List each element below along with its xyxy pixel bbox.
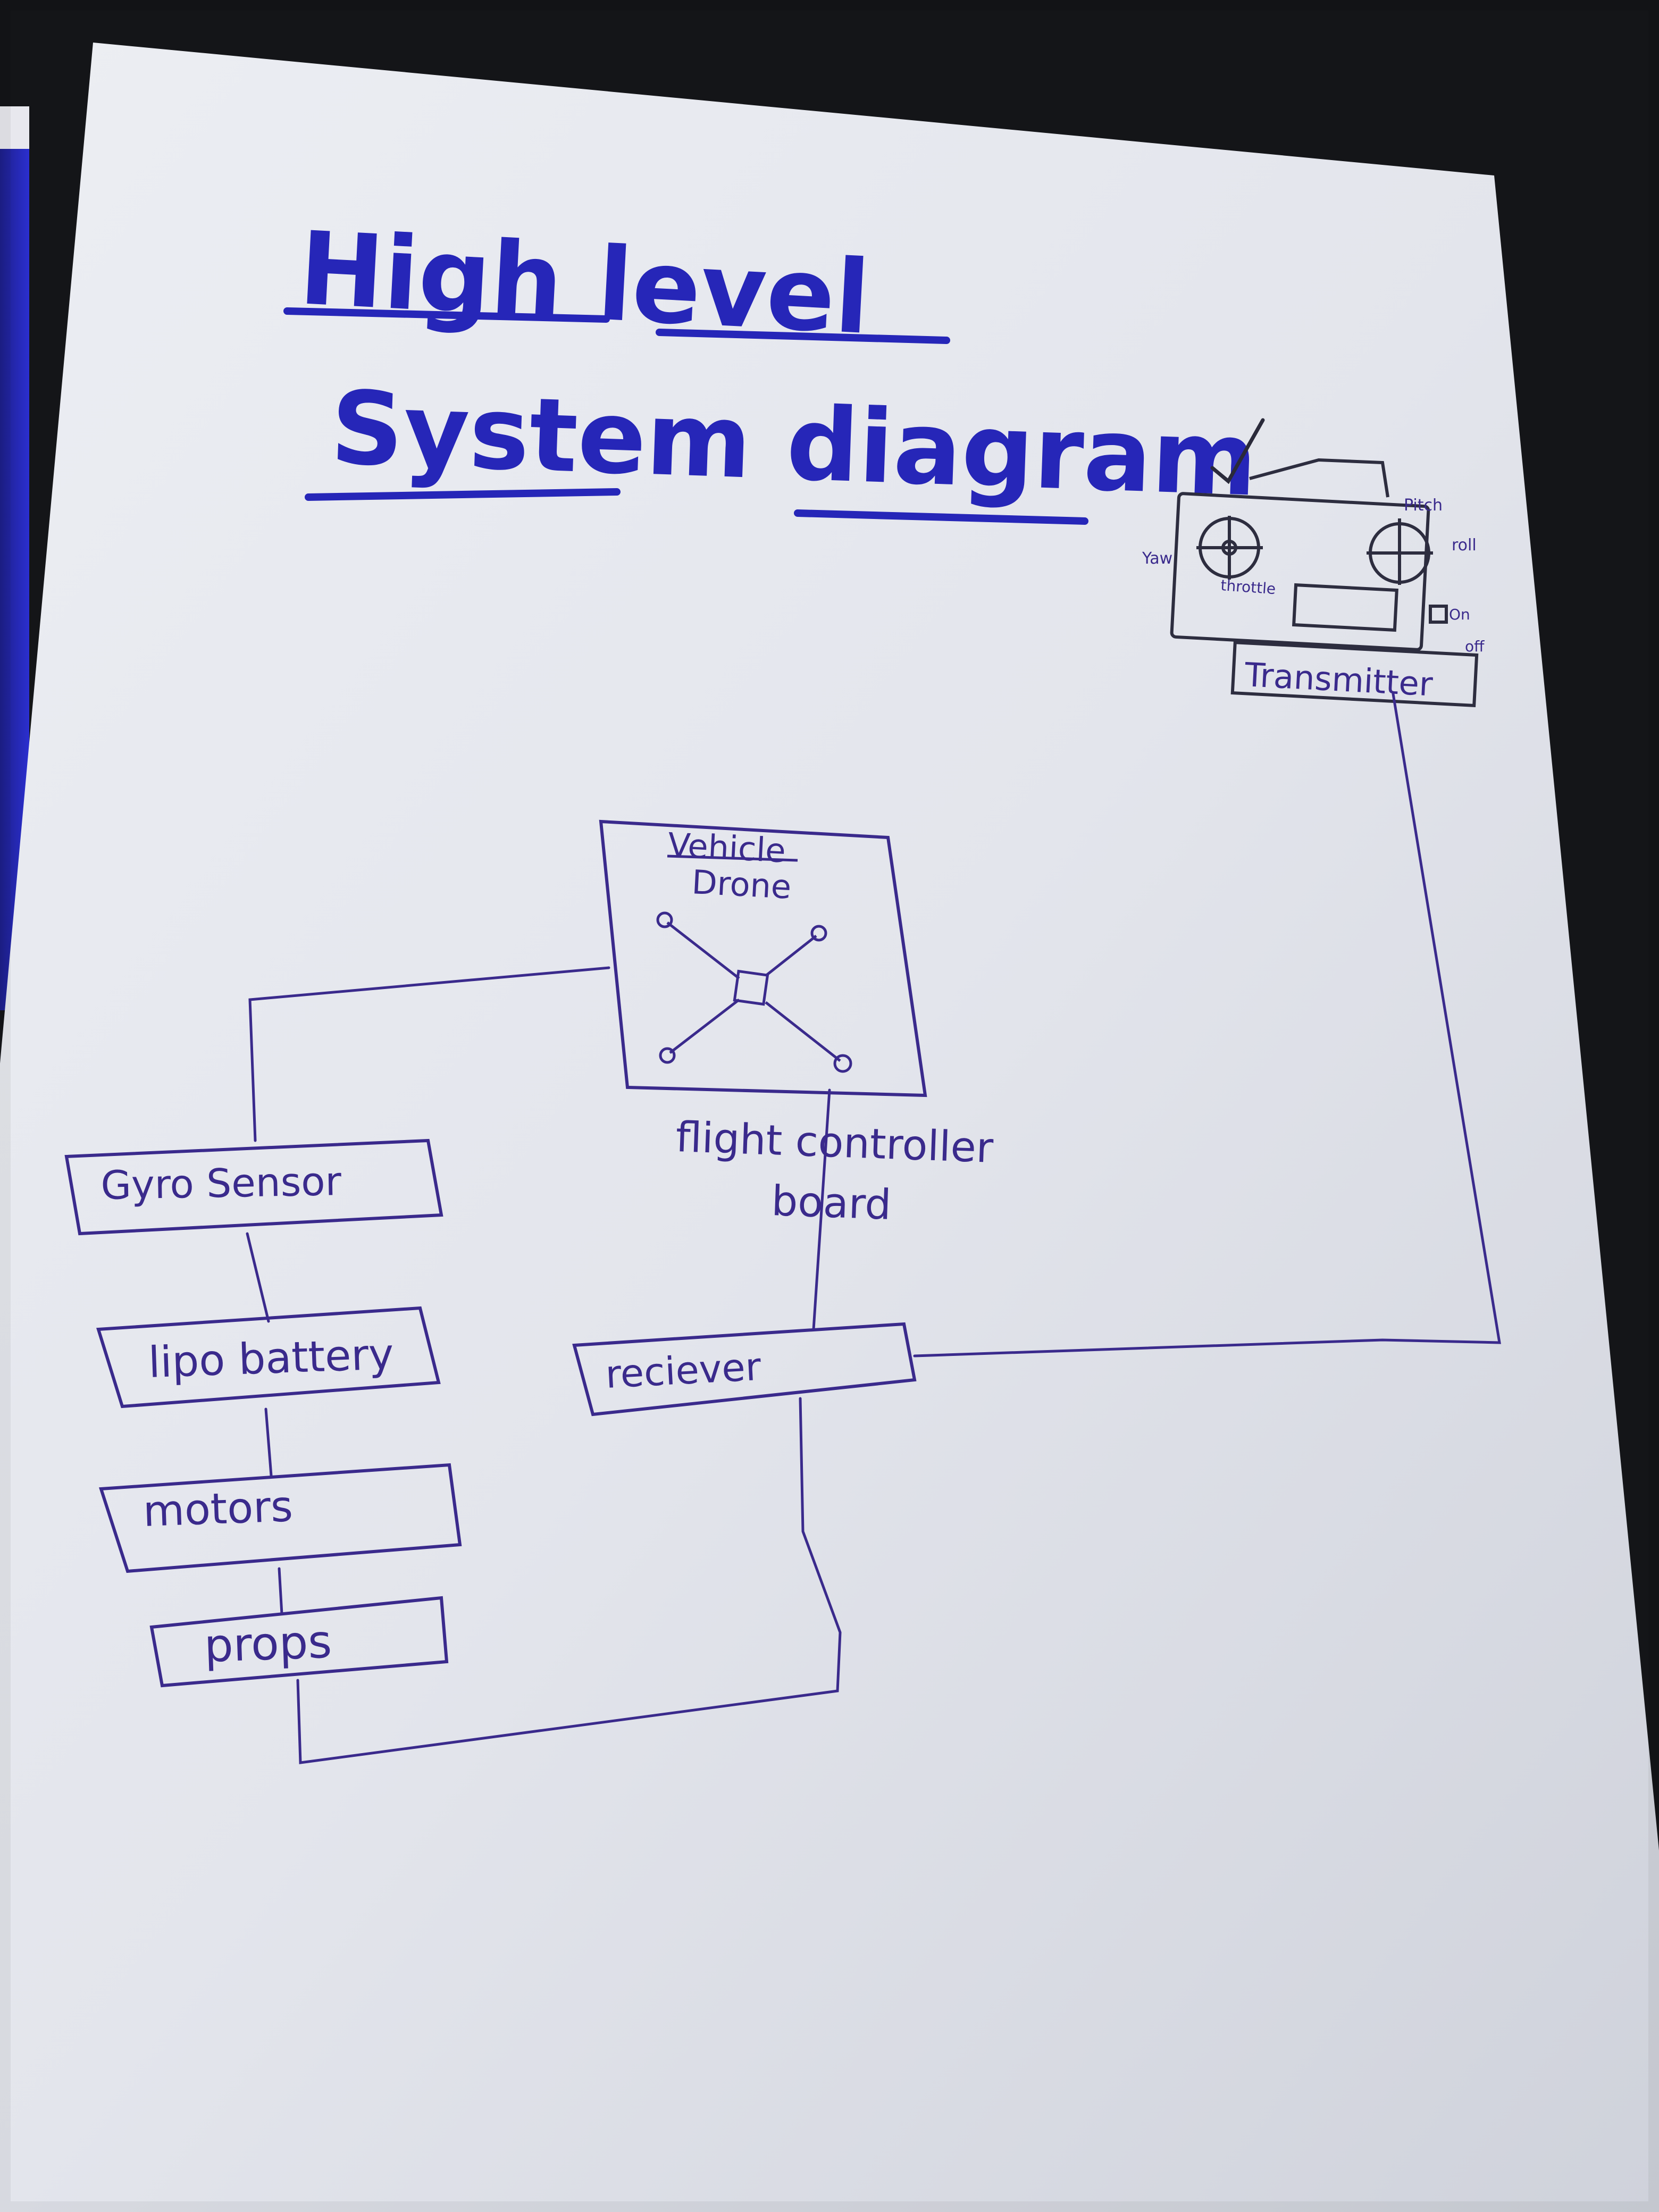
vehicle-box: Vehicle Drone [599, 819, 927, 1097]
flight-controller-label: flight controller [675, 1113, 994, 1172]
title-underline-1a [283, 307, 610, 323]
receiver-label: reciever [604, 1344, 762, 1397]
connector-flight-controller-receiver [812, 1088, 831, 1331]
receiver-box: reciever [572, 1322, 917, 1417]
off-label: off [1465, 638, 1485, 655]
transmitter-screen [1292, 583, 1398, 632]
transmitter-body [1170, 492, 1430, 651]
yaw-label: Yaw [1142, 549, 1172, 568]
throttle-label: throttle [1220, 576, 1277, 598]
pitch-label: Pitch [1404, 496, 1443, 515]
connector-gyro-battery [246, 1232, 270, 1323]
notebook-edge-highlight [0, 106, 29, 149]
antenna-icon [1249, 458, 1389, 498]
quadcopter-icon [656, 911, 852, 1073]
gyro-sensor-box: Gyro Sensor [64, 1138, 443, 1236]
props-label: props [203, 1615, 332, 1673]
title-underline-1b [656, 329, 950, 344]
vehicle-label: Vehicle [667, 825, 786, 870]
paper-sheet [0, 43, 1659, 2212]
connector-props-receiver [296, 1397, 842, 1764]
title: High level System diagram [283, 210, 1265, 525]
roll-label: roll [1452, 536, 1477, 555]
title-underline-2a [305, 488, 621, 501]
motors-label: motors [142, 1481, 294, 1536]
connector-battery-motors [264, 1407, 273, 1477]
drone-label: Drone [691, 862, 792, 907]
joystick-icon-right [1367, 518, 1433, 585]
joystick-icon [1196, 516, 1263, 580]
gyro-sensor-label: Gyro Sensor [100, 1159, 342, 1209]
transmitter-box [1230, 641, 1479, 708]
flight-controller-board-label: board [770, 1177, 892, 1229]
connector-vehicle-gyro [248, 966, 610, 1142]
props-box: props [149, 1596, 449, 1688]
checkmark-icon [1210, 418, 1265, 484]
connectors [246, 692, 1501, 1764]
connector-receiver-transmitter [913, 692, 1501, 1358]
motors-box: motors [98, 1463, 462, 1573]
lipo-battery-label: lipo battery [147, 1329, 395, 1387]
vehicle-underline [667, 854, 798, 862]
switch-icon [1429, 605, 1448, 624]
lipo-battery-box: lipo battery [96, 1306, 441, 1409]
on-label: On [1449, 606, 1470, 623]
title-underline-2b [794, 509, 1088, 525]
connector-motors-props [278, 1567, 283, 1615]
transmitter [1170, 458, 1479, 708]
